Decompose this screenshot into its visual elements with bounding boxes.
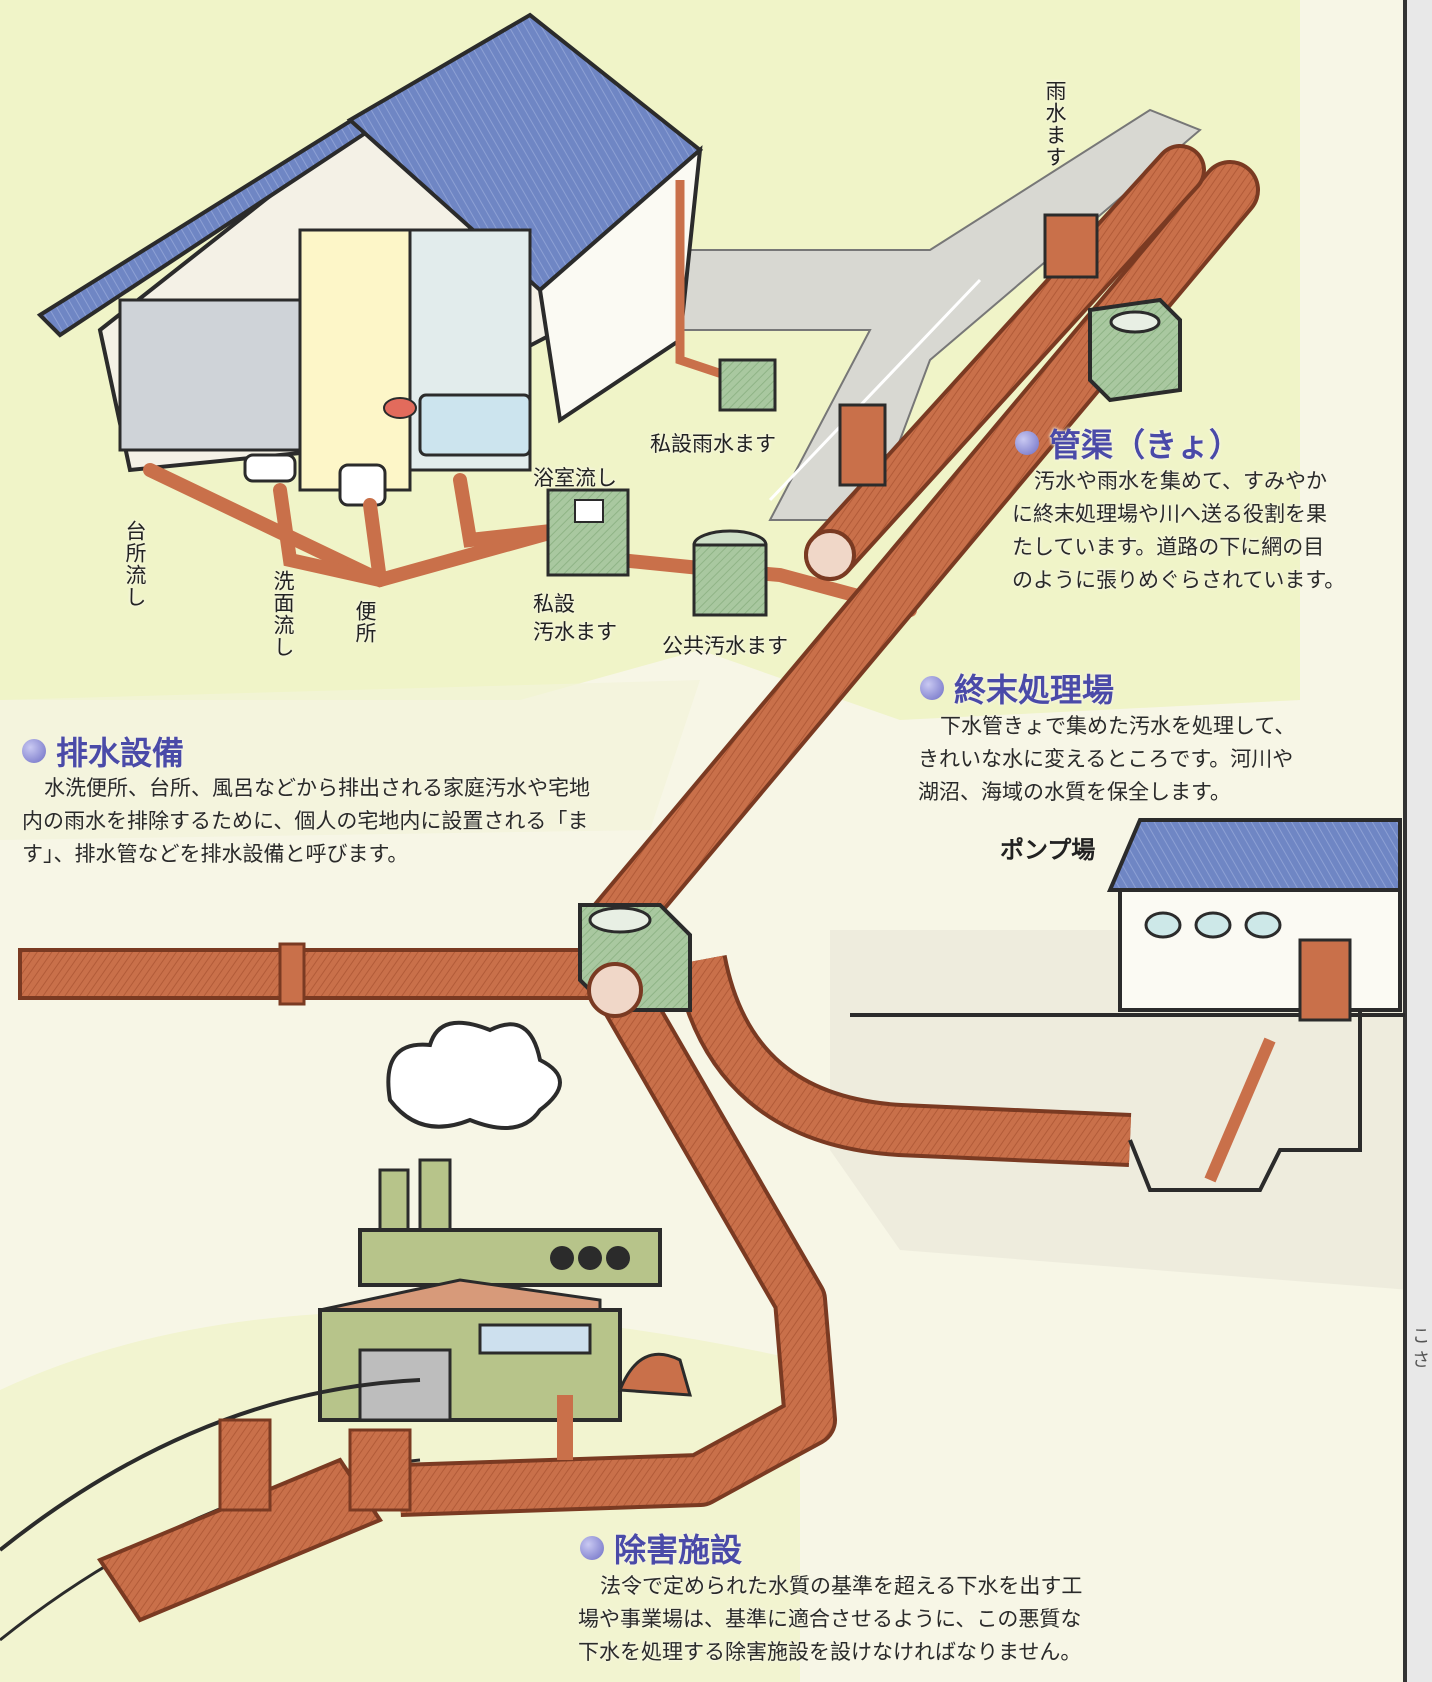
private-rain-inlet-label: 私設雨水ます xyxy=(650,432,776,456)
sewer-pipe-line: に終末処理場や川へ送る役割を果 xyxy=(1012,502,1327,526)
treatment-plant-line: 下水管きょで集めた汚水を処理して、 xyxy=(940,714,1296,738)
treatment-plant-title-text: 終末処理場 xyxy=(954,671,1115,709)
page-gutter xyxy=(1403,0,1432,1682)
rain-inlet-box xyxy=(1043,213,1099,279)
pretreatment-facility-description: 法令で定められた水質の基準を超える下水を出す工 場や事業場は、基準に適合させるよ… xyxy=(578,1570,1198,1669)
kitchen-sink-label: 台所流し xyxy=(123,520,147,608)
junction-manhole xyxy=(578,903,692,1018)
washbasin-label: 洗面流し xyxy=(271,570,295,658)
bullet-icon xyxy=(920,676,944,700)
sewer-pipe-line: 汚水や雨水を集めて、すみやか xyxy=(1034,469,1327,493)
drainage-facility-title: 排水設備 xyxy=(22,728,184,774)
pretreatment-facility-line: 下水を処理する除害施設を設けなければなりません。 xyxy=(578,1640,1082,1664)
private-sewage-inlet-label: 私設 汚水ます xyxy=(533,592,617,644)
public-sewage-inlet-box xyxy=(692,529,768,617)
edge-char: こ xyxy=(1412,1326,1430,1347)
private-rain-inlet-box xyxy=(718,358,887,487)
pretreatment-facility-line: 法令で定められた水質の基準を超える下水を出す工 xyxy=(600,1574,1083,1598)
treatment-plant-line: 湖沼、海域の水質を保全します。 xyxy=(918,780,1231,804)
treatment-plant-title: 終末処理場 xyxy=(920,665,1114,711)
sewer-pipe-title: 管渠（きょ） xyxy=(1015,420,1241,466)
pump-station-label: ポンプ場 xyxy=(1000,836,1096,864)
sewer-pipe-description: 汚水や雨水を集めて、すみやか に終末処理場や川へ送る役割を果 たしています。道路… xyxy=(1012,465,1397,597)
bullet-icon xyxy=(22,739,46,763)
sewer-pipe-title-text: 管渠（きょ） xyxy=(1049,426,1242,464)
river-outfall xyxy=(0,1378,421,1642)
treatment-plant-description: 下水管きょで集めた汚水を処理して、 きれいな水に変えるところです。河川や 湖沼、… xyxy=(918,710,1368,809)
pump-station xyxy=(850,818,1405,1192)
drainage-facility-title-text: 排水設備 xyxy=(56,734,185,772)
sewer-pipe-line: たしています。道路の下に網の目 xyxy=(1012,535,1325,559)
house xyxy=(36,12,704,507)
pretreatment-facility-title-text: 除害施設 xyxy=(614,1531,743,1569)
bathroom-sink-label: 浴室流し xyxy=(533,466,617,490)
drainage-facility-line: 内の雨水を排除するために、個人の宅地内に設置される「ま xyxy=(22,809,589,833)
drainage-facility-description: 水洗便所、台所、風呂などから排出される家庭汚水や宅地 内の雨水を排除するために、… xyxy=(22,772,702,871)
drainage-facility-line: す」、排水管などを排水設備と呼びます。 xyxy=(22,842,409,866)
rain-inlet-label: 雨水ます xyxy=(1043,80,1067,168)
bullet-icon xyxy=(1015,431,1039,455)
next-page-edge-text: こ さ xyxy=(1412,1325,1430,1373)
road-manhole xyxy=(1088,297,1182,403)
pretreatment-facility-line: 場や事業場は、基準に適合させるように、この悪質な xyxy=(578,1607,1082,1631)
bullet-icon xyxy=(580,1536,604,1560)
treatment-plant-line: きれいな水に変えるところです。河川や xyxy=(918,747,1294,771)
horizontal-sewer xyxy=(18,942,592,1006)
pretreatment-facility-title: 除害施設 xyxy=(580,1525,742,1571)
factory xyxy=(318,1020,693,1460)
drainage-facility-line: 水洗便所、台所、風呂などから排出される家庭汚水や宅地 xyxy=(44,776,590,800)
sewer-pipe-line: のように張りめぐらされています。 xyxy=(1012,568,1346,592)
private-sewage-inlet-box xyxy=(546,488,630,577)
public-sewage-inlet-label: 公共汚水ます xyxy=(662,634,788,658)
toilet-label: 便所 xyxy=(353,600,377,644)
edge-char: さ xyxy=(1412,1350,1430,1371)
